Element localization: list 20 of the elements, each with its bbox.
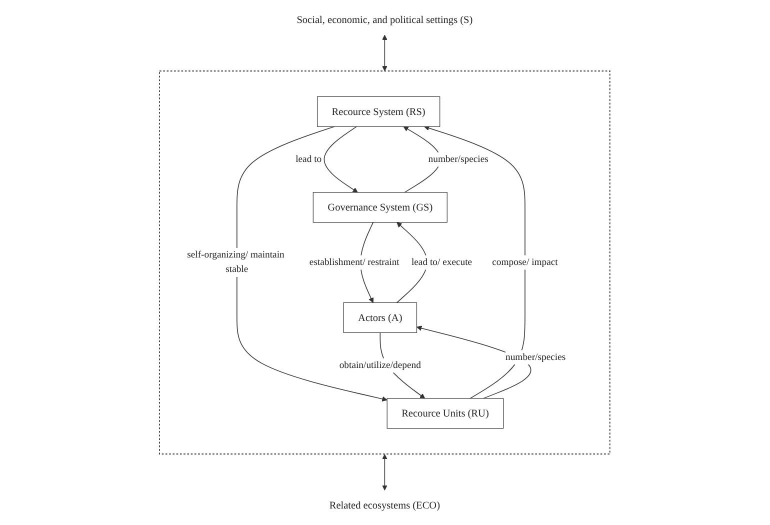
edge-label: lead to <box>296 154 322 165</box>
arrow <box>382 454 388 490</box>
edge-label: self-organizing/ maintain stable <box>187 250 285 275</box>
node-box: Recource System (RS) <box>317 96 440 127</box>
arrow <box>324 126 358 193</box>
arrow <box>424 126 526 399</box>
node-text: Related ecosystems (ECO) <box>330 499 440 511</box>
edge-label: compose/ impact <box>492 257 558 268</box>
edge-label: number/species <box>428 154 489 164</box>
cluster <box>159 70 611 454</box>
edge-label: lead to/ execute <box>412 257 472 268</box>
arrow <box>236 126 388 402</box>
node-box: Governance System (GS) <box>313 192 448 223</box>
arrow <box>382 34 388 72</box>
edge-label: obtain/utilize/depend <box>340 360 422 370</box>
node-text: Social, economic, and political settings (S) <box>296 14 473 26</box>
node-box: Actors (A) <box>344 302 418 333</box>
node-box: Recource Units (RU) <box>387 398 504 429</box>
edge-label: number/species <box>506 352 566 362</box>
edge-label: establishment/ restraint <box>310 257 400 268</box>
